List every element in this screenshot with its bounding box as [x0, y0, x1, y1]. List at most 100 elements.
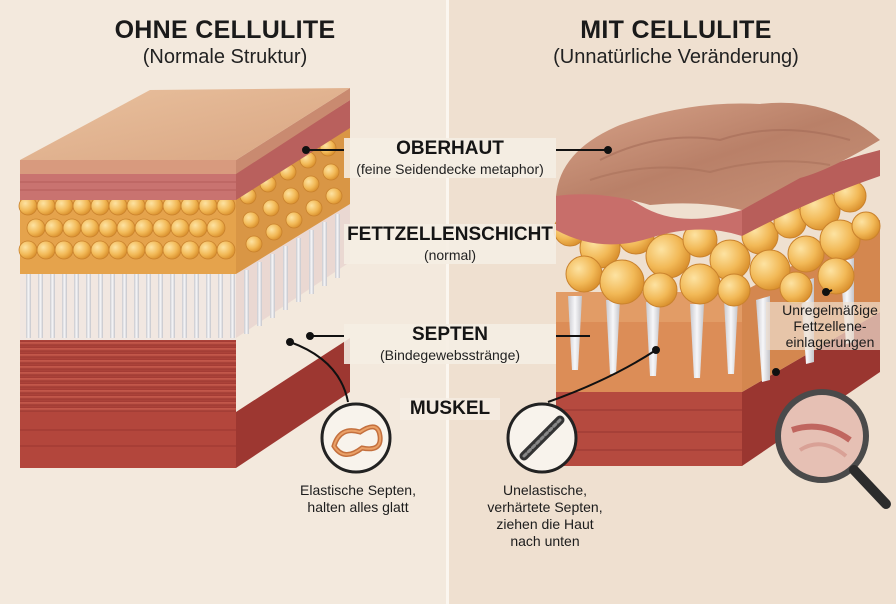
septum-strand — [26, 272, 31, 338]
fat-cell — [126, 240, 146, 260]
septum-strand — [110, 272, 115, 338]
fat-cell — [599, 259, 645, 305]
septum-strand — [335, 214, 340, 278]
septum-strand — [206, 272, 211, 338]
left-septa-layer — [20, 268, 236, 340]
fat-cell — [305, 199, 323, 217]
fat-cell — [779, 271, 813, 305]
left-skin-block — [18, 88, 350, 468]
fat-cell — [325, 187, 343, 205]
right-title: MIT CELLULITE — [580, 16, 772, 44]
fat-cell — [242, 211, 260, 229]
label-fettzellen-sub: (normal) — [423, 247, 477, 263]
septum-strand — [86, 272, 91, 338]
left-subtitle: (Normale Struktur) — [142, 46, 308, 68]
fat-cell — [170, 218, 190, 238]
fat-cell — [116, 218, 136, 238]
septum-strand — [38, 272, 43, 338]
label-septen-sub: (Bindegewebsstränge) — [379, 347, 521, 363]
left-skin-surface — [20, 88, 350, 160]
fat-cell — [80, 218, 100, 238]
label-muskel-title: MUSKEL — [409, 398, 491, 419]
septum-strand — [230, 272, 235, 338]
septum-strand — [98, 272, 103, 338]
label-oberhaut: OBERHAUT (feine Seidendecke metaphor) — [344, 138, 556, 178]
label-septen-title: SEPTEN — [411, 324, 489, 345]
right-subtitle: (Unnatürliche Veränderung) — [553, 46, 799, 68]
fat-cell — [90, 240, 110, 260]
fat-cell — [26, 218, 46, 238]
panel-divider — [446, 0, 449, 604]
rigid-septa-icon — [506, 402, 578, 474]
septum-strand — [724, 300, 738, 374]
fat-cell — [36, 240, 56, 260]
fat-cell — [262, 199, 280, 217]
septum-strand — [283, 246, 288, 310]
fat-cell — [108, 240, 128, 260]
fat-cell — [851, 211, 881, 241]
septum-strand — [322, 222, 327, 286]
septum-strand — [134, 272, 139, 338]
fat-cell — [18, 240, 38, 260]
left-title: OHNE CELLULITE — [114, 16, 336, 44]
label-septen: SEPTEN (Bindegewebsstränge) — [344, 324, 556, 364]
septum-strand — [646, 302, 660, 376]
fat-cell — [54, 240, 74, 260]
fat-cell — [188, 218, 208, 238]
right-skin-surface — [556, 102, 880, 210]
fat-cell — [302, 175, 320, 193]
septum-strand — [568, 296, 582, 370]
septum-strand — [194, 272, 199, 338]
fat-cell — [98, 218, 118, 238]
left-epidermis-layer — [20, 160, 236, 174]
fat-cell — [565, 255, 603, 293]
fat-cell — [216, 240, 236, 260]
fat-cell — [152, 218, 172, 238]
fat-cell — [787, 235, 825, 273]
fat-cell — [134, 218, 154, 238]
fat-cell — [206, 218, 226, 238]
septum-strand — [690, 304, 704, 378]
septum-strand — [218, 272, 223, 338]
septum-strand — [146, 272, 151, 338]
fat-cell — [265, 223, 283, 241]
leader-lines — [286, 146, 833, 403]
fat-cell — [245, 235, 263, 253]
fat-cell — [642, 272, 678, 308]
septum-strand — [244, 270, 249, 334]
fat-cell — [198, 240, 218, 260]
right-side-label: Unregelmäßige Fettzellene- einlagerungen — [766, 302, 894, 350]
septum-strand — [296, 238, 301, 302]
magnifier-icon — [775, 389, 891, 509]
septum-strand — [122, 272, 127, 338]
label-fettzellen-title: FETTZELLENSCHICHT — [347, 224, 553, 245]
right-dermis-layer — [556, 189, 742, 245]
fat-cell — [72, 240, 92, 260]
fat-cell — [162, 240, 182, 260]
fat-cell — [180, 240, 200, 260]
label-fettzellen: FETTZELLENSCHICHT (normal) — [344, 224, 556, 264]
label-muskel: MUSKEL — [400, 398, 500, 420]
left-caption: Elastische Septen, halten alles glatt — [300, 482, 416, 515]
right-skin-block — [553, 102, 881, 466]
fat-cell — [144, 240, 164, 260]
fat-cell — [62, 218, 82, 238]
fat-cell — [282, 187, 300, 205]
septum-strand — [606, 300, 620, 374]
septum-strand — [50, 272, 55, 338]
fat-cell — [322, 163, 340, 181]
fat-cell — [44, 218, 64, 238]
septum-strand — [270, 254, 275, 318]
septum-strand — [158, 272, 163, 338]
septum-strand — [257, 262, 262, 326]
left-dermis-layer — [20, 172, 236, 200]
septum-strand — [170, 272, 175, 338]
fat-cell — [817, 257, 855, 295]
fat-cell — [285, 211, 303, 229]
septum-strand — [74, 272, 79, 338]
septum-strand — [62, 272, 67, 338]
fat-cell — [679, 263, 721, 305]
right-caption: Unelastische, verhärtete Septen, ziehen … — [487, 482, 603, 549]
